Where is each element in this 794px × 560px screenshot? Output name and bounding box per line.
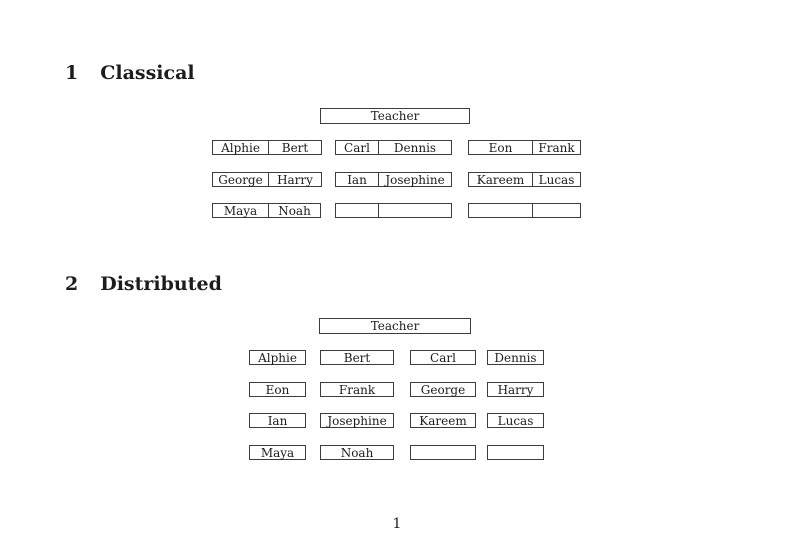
seat-cell [379,204,451,217]
teacher-box: Teacher [320,108,470,124]
desk: Lucas [487,413,544,428]
section-title: Classical [100,62,195,84]
seat-cell: Harry [277,172,313,187]
seat-cell [336,204,379,217]
desk: Ian Josephine [335,172,452,187]
desk [410,445,476,460]
desk: Noah [320,445,394,460]
seat-cell: Frank [538,140,575,155]
desk: George [410,382,476,397]
desk: George Harry [212,172,322,187]
seat-cell: Josephine [385,172,445,187]
seat-cell [533,204,580,217]
teacher-box: Teacher [319,318,471,334]
seat-cell: Noah [278,203,311,218]
section-title: Distributed [100,273,222,295]
desk: Dennis [487,350,544,365]
desk [468,203,581,218]
desk: Maya [249,445,306,460]
desk: Kareem Lucas [468,172,581,187]
seat-cell: Alphie [213,141,269,154]
seat-cell: George [213,173,269,186]
desk: Maya Noah [212,203,321,218]
page-number: 1 [392,516,402,532]
desk: Harry [487,382,544,397]
desk: Alphie Bert [212,140,322,155]
seat-cell: Eon [469,141,533,154]
seat-cell: Ian [336,173,379,186]
desk: Eon Frank [468,140,581,155]
section-heading-distributed: 2 Distributed [65,273,222,296]
seat-cell: Kareem [469,173,533,186]
teacher-label: Teacher [370,319,420,333]
section-heading-classical: 1 Classical [65,62,195,85]
teacher-label: Teacher [370,109,420,123]
section-number: 1 [65,62,79,84]
desk: Bert [320,350,394,365]
seat-cell: Carl [336,141,379,154]
desk: Kareem [410,413,476,428]
seat-cell: Lucas [538,172,575,187]
desk: Carl Dennis [335,140,452,155]
desk: Alphie [249,350,306,365]
desk: Ian [249,413,306,428]
desk [335,203,452,218]
desk [487,445,544,460]
seat-cell [469,204,533,217]
desk: Josephine [320,413,394,428]
seat-cell: Dennis [393,140,437,155]
desk: Frank [320,382,394,397]
seat-cell: Bert [281,140,309,155]
seat-cell: Maya [213,204,269,217]
section-number: 2 [65,273,79,295]
desk: Carl [410,350,476,365]
desk: Eon [249,382,306,397]
